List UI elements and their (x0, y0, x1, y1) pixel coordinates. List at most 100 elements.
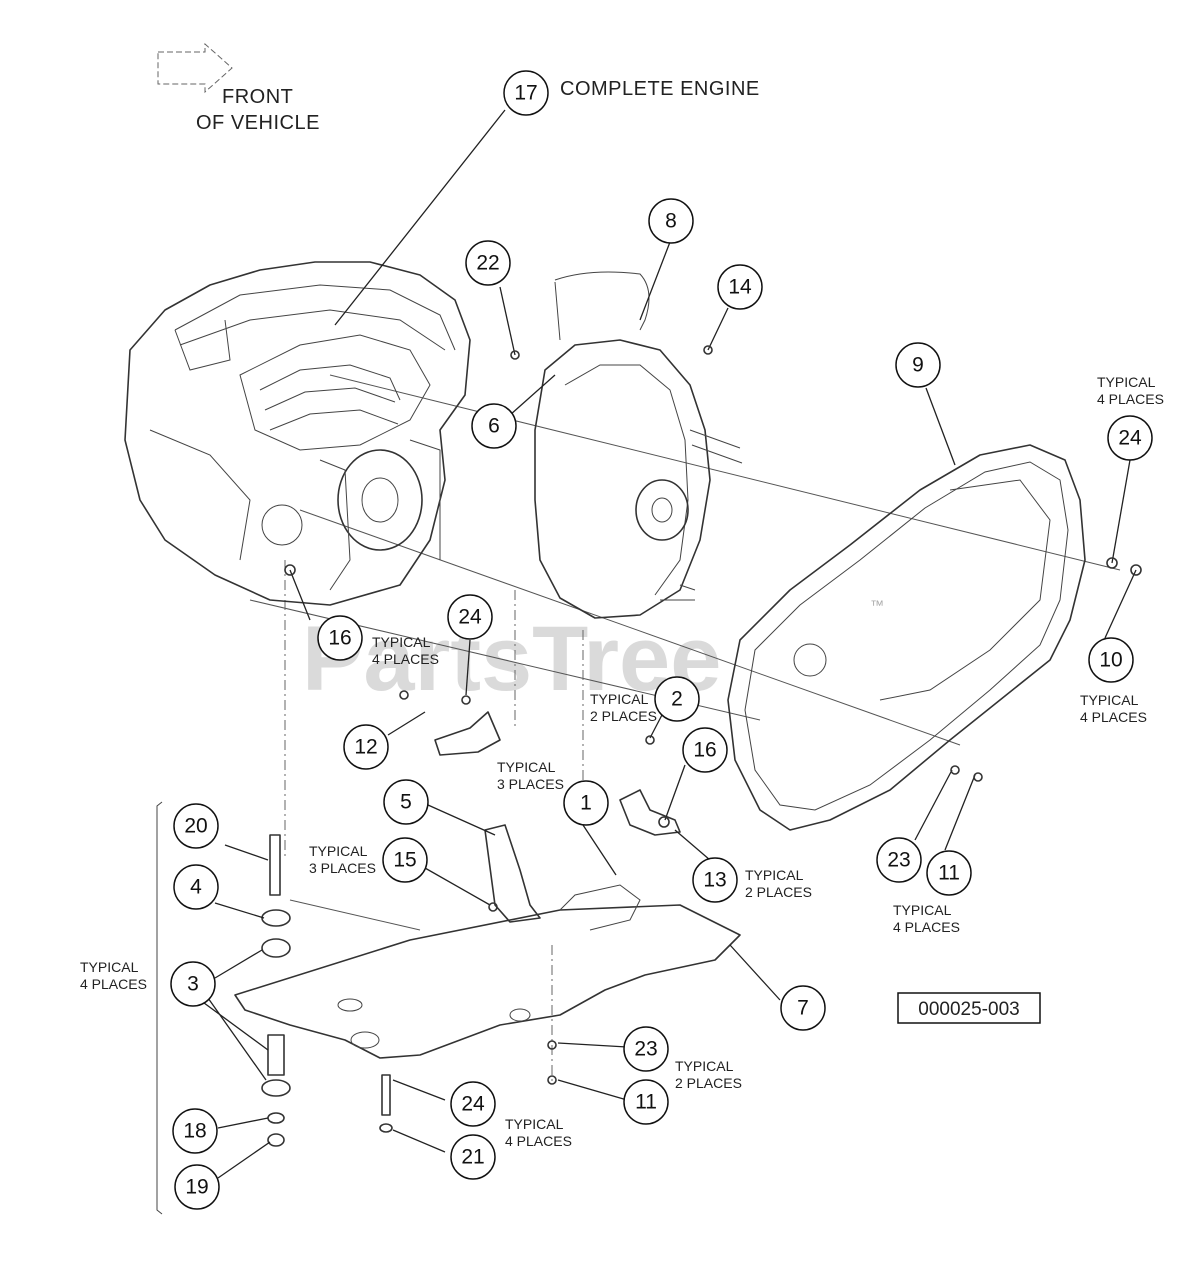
callout-19-number: 19 (185, 1176, 208, 1199)
callout-16-right-number: 16 (693, 739, 716, 762)
callout-24-mid-number: 24 (458, 606, 482, 629)
complete-engine-label: COMPLETE ENGINE (560, 78, 760, 100)
callout-15: 15 (382, 837, 428, 883)
callout-16-left: 16 (317, 615, 363, 661)
callout-8: 8 (648, 198, 694, 244)
typical-16-b: 4 PLACES (372, 651, 439, 667)
callout-4-number: 4 (190, 876, 202, 899)
callout-5-number: 5 (400, 791, 412, 814)
typical-15-b: 3 PLACES (309, 860, 376, 876)
typical-left-b: 4 PLACES (80, 976, 147, 992)
bracket-drawing (484, 824, 541, 923)
typical-11-a: TYPICAL (893, 902, 952, 918)
callout-14: 14 (717, 264, 763, 310)
callout-21-number: 21 (461, 1146, 484, 1169)
typical-23-b: 2 PLACES (675, 1075, 742, 1091)
callout-16-left-number: 16 (328, 627, 351, 650)
typical-5-b: 3 PLACES (497, 776, 564, 792)
callout-1-number: 1 (580, 792, 592, 815)
callout-12: 12 (343, 724, 389, 770)
watermark: PartsTree (302, 608, 721, 710)
callout-17-number: 17 (514, 82, 537, 105)
callout-17: 17 (503, 70, 549, 116)
callout-18: 18 (172, 1108, 218, 1154)
callout-22-number: 22 (476, 252, 499, 275)
trademark-symbol: ™ (870, 597, 884, 613)
callout-20: 20 (173, 803, 219, 849)
callout-21: 21 (450, 1134, 496, 1180)
callout-23-bottom-number: 23 (634, 1038, 657, 1061)
engine-drawing (124, 261, 471, 606)
typical-24-top-b: 4 PLACES (1097, 391, 1164, 407)
callout-3: 3 (170, 961, 216, 1007)
callout-7-number: 7 (797, 997, 809, 1020)
callout-20-number: 20 (184, 815, 207, 838)
direction-line1: FRONT (222, 86, 293, 108)
typical-5-a: TYPICAL (497, 759, 556, 775)
callout-10-number: 10 (1099, 649, 1122, 672)
typical-2-b: 2 PLACES (590, 708, 657, 724)
callout-8-number: 8 (665, 210, 677, 233)
front-arrow-icon (157, 42, 233, 94)
callout-24-top-number: 24 (1118, 427, 1142, 450)
callout-5: 5 (383, 779, 429, 825)
callout-9-number: 9 (912, 354, 924, 377)
gearbox-drawing (534, 271, 743, 619)
typical-10-b: 4 PLACES (1080, 709, 1147, 725)
isolator-stack-drawing (261, 834, 291, 1147)
callout-24-bottom: 24 (450, 1081, 496, 1127)
drawing-number-box: 000025-003 (897, 992, 1041, 1024)
callout-22: 22 (465, 240, 511, 286)
callout-13: 13 (692, 857, 738, 903)
callout-11-bottom: 11 (623, 1079, 669, 1125)
callout-24-bottom-number: 24 (461, 1093, 485, 1116)
callout-6: 6 (471, 403, 517, 449)
typical-23-a: TYPICAL (675, 1058, 734, 1074)
callout-7: 7 (780, 985, 826, 1031)
callout-14-number: 14 (728, 276, 752, 299)
typical-13-b: 2 PLACES (745, 884, 812, 900)
callout-19: 19 (174, 1164, 220, 1210)
callout-11-right: 11 (926, 850, 972, 896)
typical-13-a: TYPICAL (745, 867, 804, 883)
callout-10: 10 (1088, 637, 1134, 683)
callout-24-mid: 24 (447, 594, 493, 640)
callout-23-right: 23 (876, 837, 922, 883)
small-brackets-drawing (434, 711, 681, 836)
typical-2-a: TYPICAL (590, 691, 649, 707)
callout-23-bottom: 23 (623, 1026, 669, 1072)
typical-15-a: TYPICAL (309, 843, 368, 859)
typical-16-a: TYPICAL (372, 634, 431, 650)
callout-11-bottom-number: 11 (635, 1091, 657, 1114)
typical-24-top-a: TYPICAL (1097, 374, 1156, 390)
typical-bracket-left (156, 801, 163, 1215)
callout-6-number: 6 (488, 415, 500, 438)
typical-left-a: TYPICAL (80, 959, 139, 975)
callout-12-number: 12 (354, 736, 377, 759)
callout-2-number: 2 (671, 688, 683, 711)
leader-lines (199, 109, 1137, 1179)
callout-15-number: 15 (393, 849, 416, 872)
callout-16-right: 16 (682, 727, 728, 773)
callout-3-number: 3 (187, 973, 199, 996)
drawing-number: 000025-003 (918, 999, 1019, 1020)
callout-18-number: 18 (183, 1120, 206, 1143)
callout-24-top: 24 (1107, 415, 1153, 461)
callout-9: 9 (895, 342, 941, 388)
belt-guard-drawing (727, 444, 1086, 831)
mounting-plate-drawing (234, 884, 741, 1059)
callout-4: 4 (173, 864, 219, 910)
hardware-marks (284, 345, 1142, 1085)
direction-line2: OF VEHICLE (196, 112, 320, 134)
callout-1: 1 (563, 780, 609, 826)
typical-24-bottom-b: 4 PLACES (505, 1133, 572, 1149)
bottom-bolt-drawing (379, 1074, 393, 1133)
callout-11-right-number: 11 (938, 862, 960, 885)
callout-13-number: 13 (703, 869, 726, 892)
typical-11-b: 4 PLACES (893, 919, 960, 935)
callout-2: 2 (654, 676, 700, 722)
typical-10-a: TYPICAL (1080, 692, 1139, 708)
typical-24-bottom-a: TYPICAL (505, 1116, 564, 1132)
callout-23-right-number: 23 (887, 849, 910, 872)
